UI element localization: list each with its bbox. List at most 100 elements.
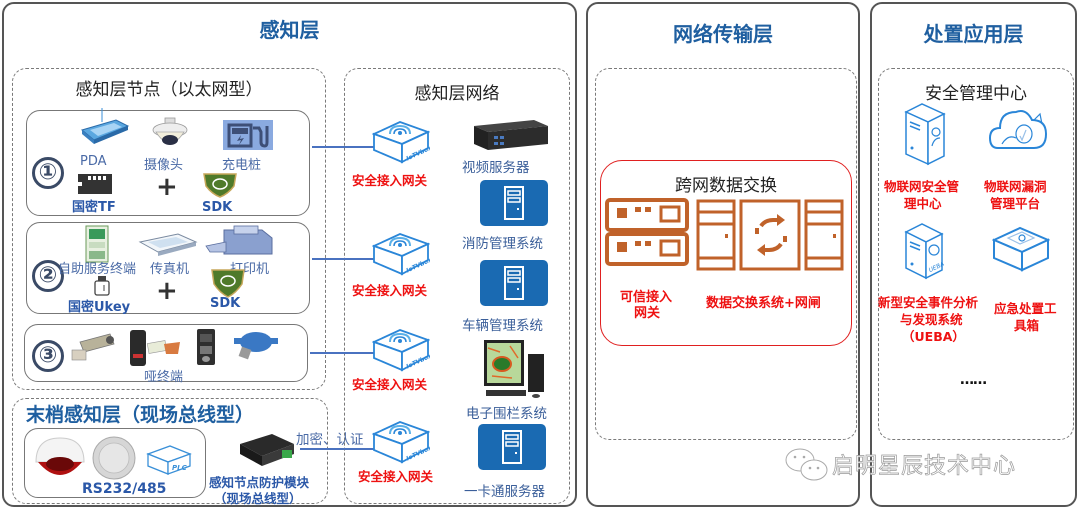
perception-layer-title: 感知层	[259, 18, 320, 42]
connection-line-2	[312, 258, 378, 260]
emergency-toolbox-icon	[992, 226, 1050, 272]
module-label-line2: （现场总线型）	[214, 491, 302, 506]
system-label-electronic-fence: 电子围栏系统	[466, 406, 547, 422]
connection-line-1	[312, 146, 378, 148]
printer-icon	[205, 225, 273, 255]
plc-text: PLC	[172, 464, 188, 472]
device-label-fax: 传真机	[150, 262, 190, 277]
card-server-icon	[478, 424, 546, 470]
connection-line-4	[300, 448, 376, 450]
app-label-3-l2: 具箱	[1014, 318, 1040, 333]
camera-icon	[152, 117, 188, 145]
perception-network-group: 感知层网络	[344, 68, 570, 504]
security-gateway-iotvbox-icon: IoTVbox	[372, 329, 430, 372]
device-label-camera: 摄像头	[144, 158, 184, 173]
module-label-line1: 感知节点防护模块	[209, 475, 310, 490]
cross-network-exchange-title: 跨网数据交换	[675, 176, 777, 196]
cross-network-exchange-box: 跨网数据交换	[600, 160, 852, 346]
app-label-2-l1: 新型安全事件分析	[878, 295, 979, 310]
transport-layer-panel: 网络传输层 跨网数据交换	[586, 2, 860, 507]
fire-management-server-icon	[480, 180, 548, 226]
more-items-ellipsis: ……	[960, 372, 987, 388]
security-gateway-label: 安全接入网关	[358, 469, 434, 484]
ethernet-nodes-group: 感知层节点（以太网型）	[12, 68, 326, 390]
fieldbus-title: 末梢感知层（现场总线型）	[26, 404, 255, 426]
crypto-label-tf: 国密TF	[72, 200, 116, 215]
bus-label: RS232/485	[82, 481, 167, 497]
device-label-pda: PDA	[80, 154, 107, 169]
transport-network-group	[595, 68, 857, 440]
trusted-gateway-icon	[605, 198, 689, 266]
app-label-2-l3: （UEBA）	[902, 329, 965, 344]
security-center-group: 安全管理中心	[878, 68, 1074, 440]
node-group-3	[24, 324, 308, 382]
charging-pile-icon	[223, 120, 273, 150]
system-label-fire-management: 消防管理系统	[462, 236, 543, 252]
node-group-2	[26, 222, 310, 314]
security-gateway-iotvbox-icon: IoTVbox	[372, 233, 430, 276]
device-label-kiosk: 自助服务终端	[58, 262, 137, 277]
electronic-fence-computer-icon	[484, 340, 544, 398]
video-server-icon	[474, 120, 548, 150]
app-label-2-l2: 与发现系统	[900, 312, 963, 327]
vehicle-management-server-icon	[480, 260, 548, 306]
fieldbus-group	[12, 398, 328, 504]
tf-card-icon	[78, 174, 112, 194]
trusted-gateway-label-l1: 可信接入	[620, 290, 673, 305]
system-label-video-server: 视频服务器	[462, 160, 530, 176]
watermark-text: 启明星辰技术中心	[832, 454, 1017, 480]
security-gateway-label: 安全接入网关	[352, 173, 428, 188]
application-layer-title: 处置应用层	[923, 22, 1024, 46]
group-1-number: ①	[32, 157, 64, 189]
ethernet-nodes-title: 感知层节点（以太网型）	[75, 80, 263, 100]
sdk-label-2: SDK	[210, 296, 241, 311]
group-2-number: ②	[32, 260, 64, 292]
iot-security-center-icon	[904, 103, 946, 166]
gas-detector-icon	[234, 332, 278, 360]
app-label-1-l1: 物联网漏洞	[984, 179, 1047, 194]
trusted-gateway-label-l2: 网关	[634, 306, 661, 321]
system-label-card-server: 一卡通服务器	[464, 484, 545, 500]
app-label-1-l2: 管理平台	[990, 196, 1041, 211]
sdk-shield-icon	[203, 173, 237, 198]
crypto-label-ukey: 国密Ukey	[68, 300, 131, 315]
security-gateway-label: 安全接入网关	[352, 283, 428, 298]
data-exchange-gate-icon	[696, 199, 844, 271]
perception-network-title: 感知层网络	[414, 84, 500, 104]
access-control-icon	[130, 330, 180, 366]
node-group-1	[26, 110, 310, 216]
security-gateway-iotvbox-icon: IoTVbox	[372, 421, 430, 464]
app-label-0-l1: 物联网安全管	[884, 179, 960, 194]
alarm-icon	[35, 437, 85, 475]
protection-module-icon	[240, 434, 294, 466]
security-gateway-iotvbox-icon: IoTVbox	[372, 121, 430, 164]
wechat-icon	[785, 448, 828, 481]
system-label-vehicle-management: 车辆管理系统	[462, 318, 543, 334]
encrypt-auth-label: 加密、认证	[296, 432, 364, 448]
sdk-label-1: SDK	[202, 200, 233, 215]
connection-line-3	[310, 352, 378, 354]
fax-icon	[138, 233, 198, 256]
app-label-0-l2: 理中心	[904, 196, 942, 211]
pda-icon	[80, 108, 130, 144]
kiosk-icon	[85, 225, 109, 263]
vulnerability-platform-cloud-icon	[988, 110, 1048, 149]
sdk-shield-icon	[211, 269, 245, 298]
fingerprint-terminal-icon	[197, 329, 215, 365]
smoke-detector-icon	[92, 436, 136, 480]
ueba-server-icon: UEBA	[904, 223, 944, 280]
group-3-number: ③	[32, 340, 64, 372]
security-gateway-label: 安全接入网关	[352, 377, 428, 392]
ukey-icon	[94, 276, 110, 296]
device-label-charging-pile: 充电桩	[222, 158, 262, 173]
transport-layer-title: 网络传输层	[673, 22, 773, 46]
app-label-3-l1: 应急处置工	[994, 301, 1057, 316]
security-center-title: 安全管理中心	[925, 84, 1027, 104]
exchange-system-label: 数据交换系统+网闸	[706, 296, 821, 311]
plus-icon: +	[156, 276, 178, 306]
dumb-terminal-label: 哑终端	[144, 370, 184, 385]
card-reader-icon	[71, 333, 115, 361]
perception-layer-panel: 感知层 感知层节点（以太网型） ① PDA 摄像头 充电桩 国密TF +	[2, 2, 577, 507]
plus-icon: +	[156, 172, 178, 202]
plc-icon: PLC	[146, 445, 192, 475]
